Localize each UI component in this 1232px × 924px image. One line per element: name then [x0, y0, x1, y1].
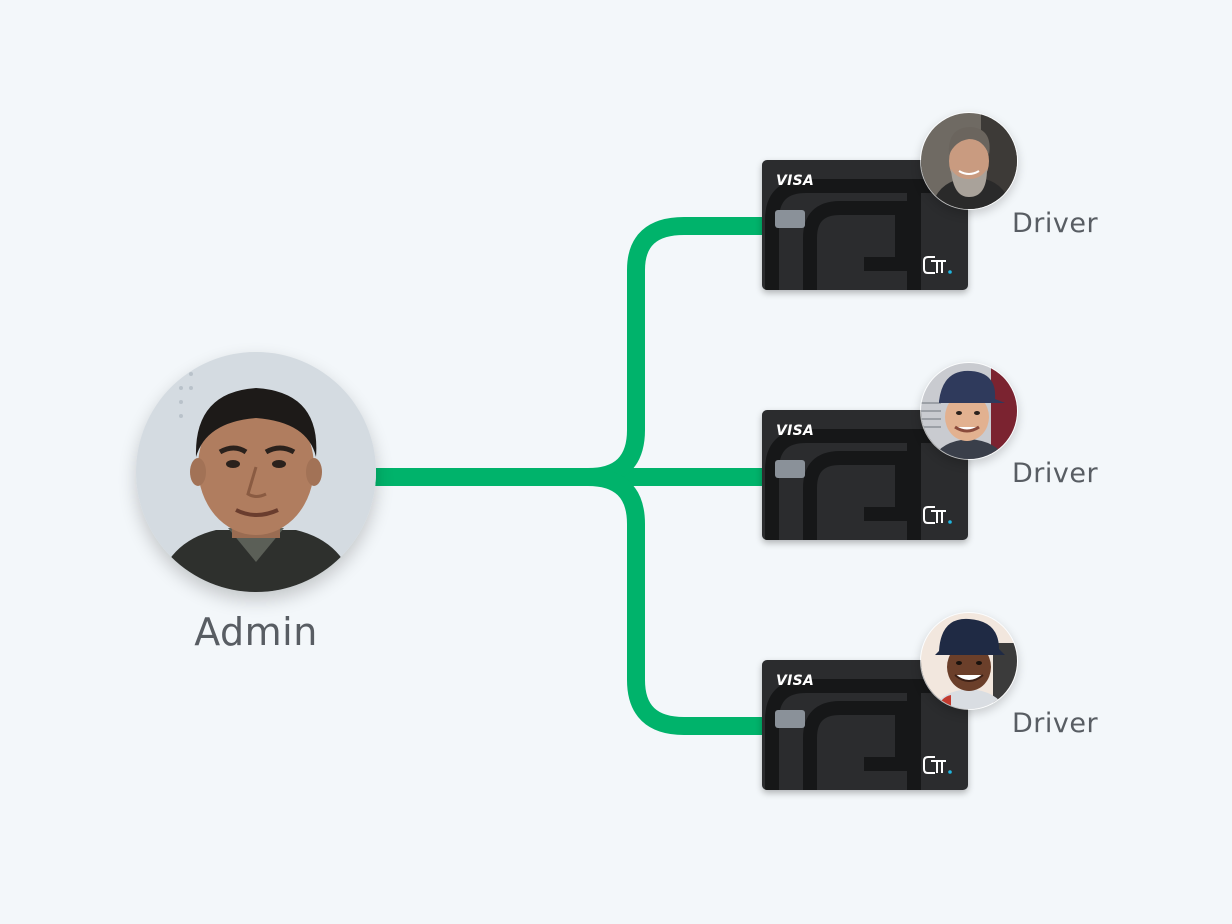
driver-label: Driver — [1012, 708, 1099, 739]
driver-avatar — [920, 612, 1018, 710]
visa-logo: VISA — [776, 673, 815, 689]
brand-logo-icon — [923, 756, 952, 774]
driver-label: Driver — [1012, 208, 1099, 239]
connector-branch-top — [587, 217, 764, 486]
card-chip — [775, 210, 805, 228]
driver-2-photo-icon — [921, 363, 1017, 459]
brand-logo-icon — [923, 256, 952, 274]
admin-label: Admin — [194, 610, 318, 654]
driver-1-photo-icon — [921, 113, 1017, 209]
driver-3-photo-icon — [921, 613, 1017, 709]
visa-logo: VISA — [776, 173, 815, 189]
driver-avatar — [920, 112, 1018, 210]
visa-logo: VISA — [776, 423, 815, 439]
brand-logo-icon — [923, 506, 952, 524]
driver-avatar — [920, 362, 1018, 460]
card-chip — [775, 710, 805, 728]
card-chip — [775, 460, 805, 478]
admin-photo-icon — [136, 352, 376, 592]
admin-avatar — [136, 352, 376, 592]
driver-label: Driver — [1012, 458, 1099, 489]
connector-branch-bottom — [587, 468, 764, 735]
